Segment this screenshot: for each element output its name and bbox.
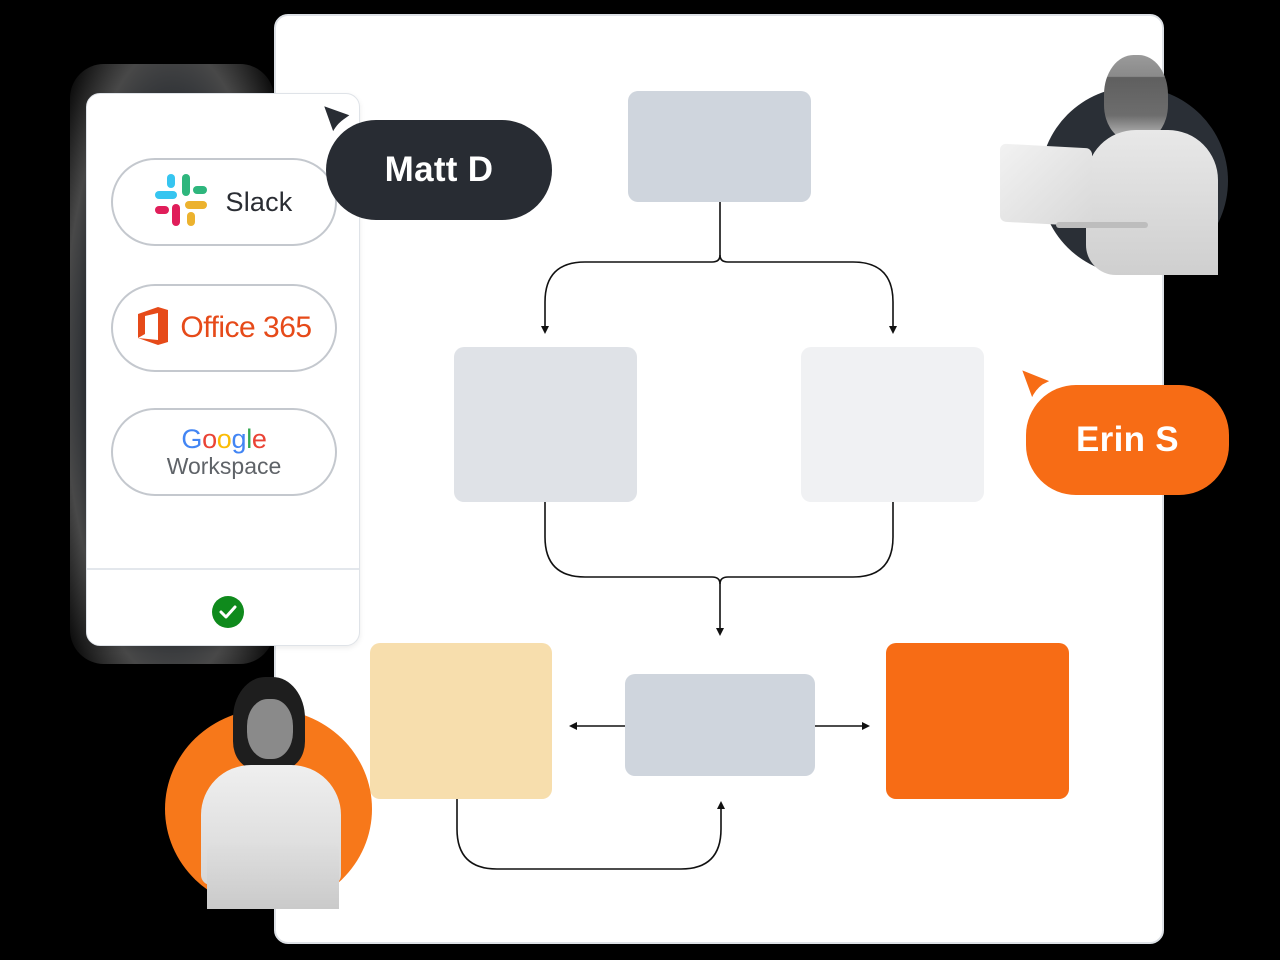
node-bottom-right[interactable] bbox=[886, 643, 1069, 799]
avatar-woman bbox=[165, 677, 372, 910]
node-mid-left[interactable] bbox=[454, 347, 637, 502]
integration-slack-button[interactable]: Slack bbox=[111, 158, 337, 246]
node-bottom-center[interactable] bbox=[625, 674, 815, 776]
node-top[interactable] bbox=[628, 91, 811, 202]
office365-label: Office 365 bbox=[180, 311, 312, 344]
office-logo-icon bbox=[136, 306, 170, 350]
cursor-arrow-icon bbox=[321, 103, 353, 135]
cursor-arrow-icon bbox=[1019, 367, 1053, 401]
check-circle-icon bbox=[212, 596, 244, 628]
collaborator-label-matt: Matt D bbox=[326, 120, 552, 220]
avatar-man bbox=[996, 50, 1232, 275]
collaborator-name: Matt D bbox=[384, 150, 494, 189]
slack-logo-icon bbox=[155, 173, 208, 231]
workspace-label: Workspace bbox=[166, 453, 282, 479]
integrations-panel: Slack Office 365 Google Workspace bbox=[86, 93, 360, 646]
collaborator-name: Erin S bbox=[1076, 420, 1179, 459]
google-logo-text: Google bbox=[181, 424, 267, 454]
node-bottom-left[interactable] bbox=[370, 643, 552, 799]
integration-google-workspace-button[interactable]: Google Workspace bbox=[111, 408, 337, 496]
integration-office365-button[interactable]: Office 365 bbox=[111, 284, 337, 372]
panel-divider bbox=[87, 568, 359, 570]
node-mid-right[interactable] bbox=[801, 347, 984, 502]
collaborator-label-erin: Erin S bbox=[1026, 385, 1229, 495]
slack-label: Slack bbox=[225, 186, 293, 217]
